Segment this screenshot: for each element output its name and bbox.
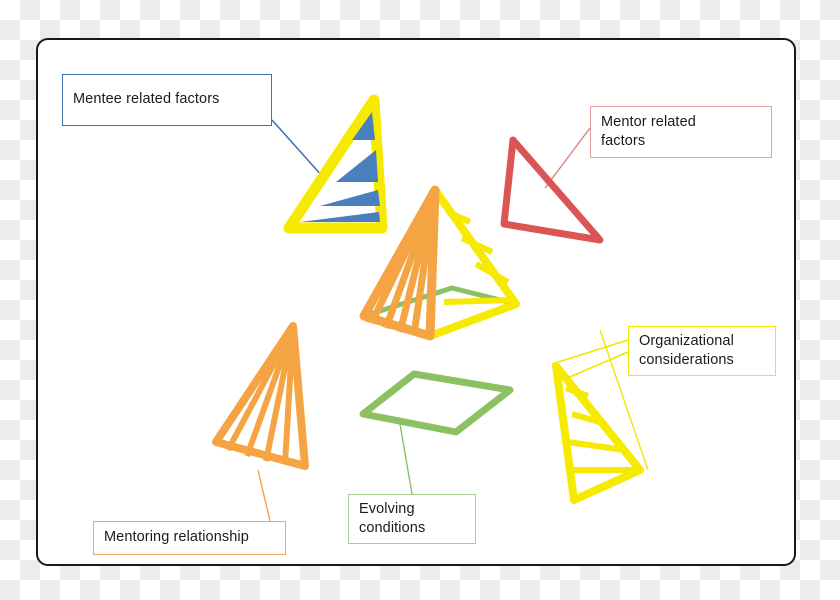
label-mentee-text: Mentee related factors <box>73 91 220 108</box>
label-evolving-line-2: conditions <box>359 520 426 536</box>
label-evolving-text: Evolving conditions <box>359 500 425 538</box>
center-pyramid-shape <box>359 185 520 341</box>
label-mentee-related-factors[interactable]: Mentee related factors <box>62 74 272 126</box>
evolving-parallelogram-shape <box>359 370 514 436</box>
label-org-text: Organizational considerations <box>639 332 734 370</box>
organizational-triangle-shape <box>552 362 644 504</box>
relationship-triangle-shape <box>212 322 309 470</box>
label-mentor-related-factors[interactable]: Mentor related factors <box>590 106 772 158</box>
label-evolving-line-1: Evolving <box>359 500 415 517</box>
label-organizational-considerations[interactable]: Organizational considerations <box>628 326 776 376</box>
label-org-line-1: Organizational <box>639 332 734 349</box>
label-evolving-conditions[interactable]: Evolving conditions <box>348 494 476 544</box>
mentor-triangle-shape <box>500 136 604 244</box>
mentee-triangle-shape <box>283 94 388 234</box>
connector-mentor <box>544 127 591 189</box>
label-rel-text: Mentoring relationship <box>104 529 249 546</box>
connector-relationship <box>257 469 271 522</box>
label-mentor-line-2: factors <box>601 133 646 149</box>
label-mentor-line-1: Mentor related <box>601 113 696 130</box>
connector-evolving <box>399 423 413 495</box>
label-mentoring-relationship[interactable]: Mentoring relationship <box>93 521 286 555</box>
label-mentor-text: Mentor related factors <box>601 113 696 151</box>
label-org-line-2: considerations <box>639 352 734 368</box>
